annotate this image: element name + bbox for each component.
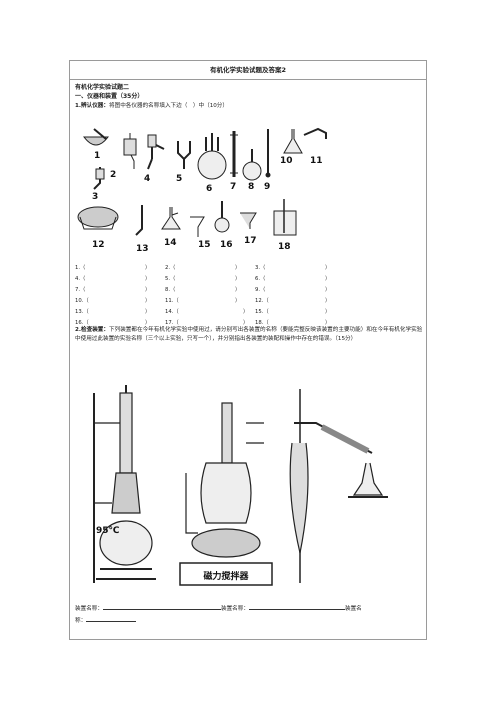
question-1-label: 1.辨认仪器：	[75, 103, 109, 109]
fig-number-5: 5	[176, 174, 182, 184]
blank-12[interactable]: 12.（	[255, 298, 269, 304]
blank-row: 7.（） 8.（） 9.（）	[75, 287, 331, 293]
blank-6[interactable]: 6.（	[255, 276, 266, 282]
apparatus-name-fields: 装置名称： 装置名称： 装置名 称：	[75, 603, 423, 627]
answer-blanks: 1.（） 2.（） 3.（） 4.（） 5.（） 6.（） 7.（） 8.（） …	[75, 263, 375, 329]
blank-row: 13.（） 14.（） 15.（）	[75, 309, 331, 315]
fig-number-17: 17	[244, 236, 257, 246]
buchner-funnel-drawing	[240, 212, 257, 229]
blank-7[interactable]: 7.（	[75, 287, 86, 293]
section-1: 有机化学实验试题二 一、仪器和装置（35分） 1.辨认仪器：将图中各仪器的名称填…	[75, 83, 421, 111]
fig-number-7: 7	[230, 182, 236, 192]
suction-flask-drawing	[161, 207, 181, 230]
apparatus-name-input-2[interactable]	[248, 603, 345, 610]
question-1: 1.辨认仪器：将图中各仪器的名称填入下边（ ）中（10分）	[75, 102, 421, 111]
round-flask-drawing	[242, 161, 262, 181]
document-page: 有机化学实验试题及答案2 有机化学实验试题二 一、仪器和装置（35分） 1.辨认…	[69, 60, 427, 640]
blank-1[interactable]: 1.（	[75, 265, 86, 271]
magnetic-stirrer-label: 磁力搅拌器	[203, 570, 249, 582]
three-neck-flask-drawing	[197, 150, 227, 180]
blank-9[interactable]: 9.（	[255, 287, 266, 293]
blank-row: 10.（） 11.（） 12.（）	[75, 298, 331, 304]
fig-number-2: 2	[110, 170, 116, 180]
blank-15[interactable]: 15.（	[255, 309, 269, 315]
blank-14[interactable]: 14.（	[165, 309, 179, 315]
blank-16[interactable]: 16.（	[75, 320, 89, 326]
reflux-apparatus-drawing	[93, 385, 156, 583]
erlenmeyer-flask-drawing	[283, 129, 303, 154]
blank-3[interactable]: 3.（	[255, 265, 266, 271]
blank-row: 1.（） 2.（） 3.（）	[75, 265, 331, 271]
blank-row: 4.（） 5.（） 6.（）	[75, 276, 331, 282]
question-2-label: 2.检查装置：	[75, 327, 109, 333]
vacuum-adapter-drawing	[135, 205, 143, 236]
fig-number-16: 16	[220, 240, 233, 250]
blank-8[interactable]: 8.（	[165, 287, 176, 293]
blank-row: 16.（） 17.（） 18.（）	[75, 320, 331, 326]
test-heading: 有机化学实验试题二	[75, 84, 130, 91]
question-2-text: 下列装置都在今年有机化学实验中使用过，请分别写出各装置的名称（要能完整反映该装置…	[75, 327, 423, 342]
blank-10[interactable]: 10.（	[75, 298, 89, 304]
mortar-drawing	[82, 136, 110, 146]
fig-number-12: 12	[92, 240, 105, 250]
funnel-drawing	[190, 216, 205, 237]
fig-number-4: 4	[144, 174, 150, 184]
fig-number-18: 18	[278, 242, 291, 252]
apparatus-figure: 95℃ 磁力搅拌器	[93, 385, 388, 586]
blank-11[interactable]: 11.（	[165, 298, 179, 304]
section-heading: 一、仪器和装置（35分）	[75, 93, 144, 100]
instruments-figure: 1 2 3 4 5 6 7 8 9 10 11 12 13 14 15 16 1…	[77, 127, 327, 254]
apparatus-name-label-1: 装置名称：	[75, 606, 103, 612]
fig-number-15: 15	[198, 240, 211, 250]
blank-13[interactable]: 13.（	[75, 309, 89, 315]
fig-number-9: 9	[264, 182, 270, 192]
apparatus-name-label-3-cont: 称：	[75, 618, 87, 624]
bent-tube-drawing	[303, 127, 327, 139]
fig-number-11: 11	[310, 156, 323, 166]
document-title: 有机化学实验试题及答案2	[70, 61, 426, 80]
fig-number-14: 14	[164, 238, 177, 248]
distillation-drawing	[289, 389, 388, 583]
question-2: 2.检查装置：下列装置都在今年有机化学实验中使用过，请分别写出各装置的名称（要能…	[75, 326, 423, 343]
blank-4[interactable]: 4.（	[75, 276, 86, 282]
stirred-reaction-drawing	[179, 402, 273, 586]
blank-17[interactable]: 17.（	[165, 320, 179, 326]
blank-18[interactable]: 18.（	[255, 320, 269, 326]
fig-number-13: 13	[136, 244, 149, 254]
blank-5[interactable]: 5.（	[165, 276, 176, 282]
beaker-drawing	[273, 210, 297, 236]
apparatus-name-label-2: 装置名称：	[220, 606, 249, 612]
fig-number-6: 6	[206, 184, 212, 194]
temperature-label: 95℃	[96, 526, 120, 536]
apparatus-name-input-1[interactable]	[102, 603, 221, 610]
apparatus-name-input-3[interactable]	[86, 615, 137, 622]
blank-2[interactable]: 2.（	[165, 265, 176, 271]
apparatus-name-label-3: 装置名	[344, 606, 362, 612]
water-bath-drawing	[77, 206, 119, 228]
fig-number-3: 3	[92, 192, 98, 202]
fig-number-1: 1	[94, 151, 100, 161]
fig-number-10: 10	[280, 156, 293, 166]
question-1-text: 将图中各仪器的名称填入下边（ ）中（10分）	[109, 103, 228, 109]
claisen-head-drawing	[177, 141, 191, 169]
fig-number-8: 8	[248, 182, 254, 192]
